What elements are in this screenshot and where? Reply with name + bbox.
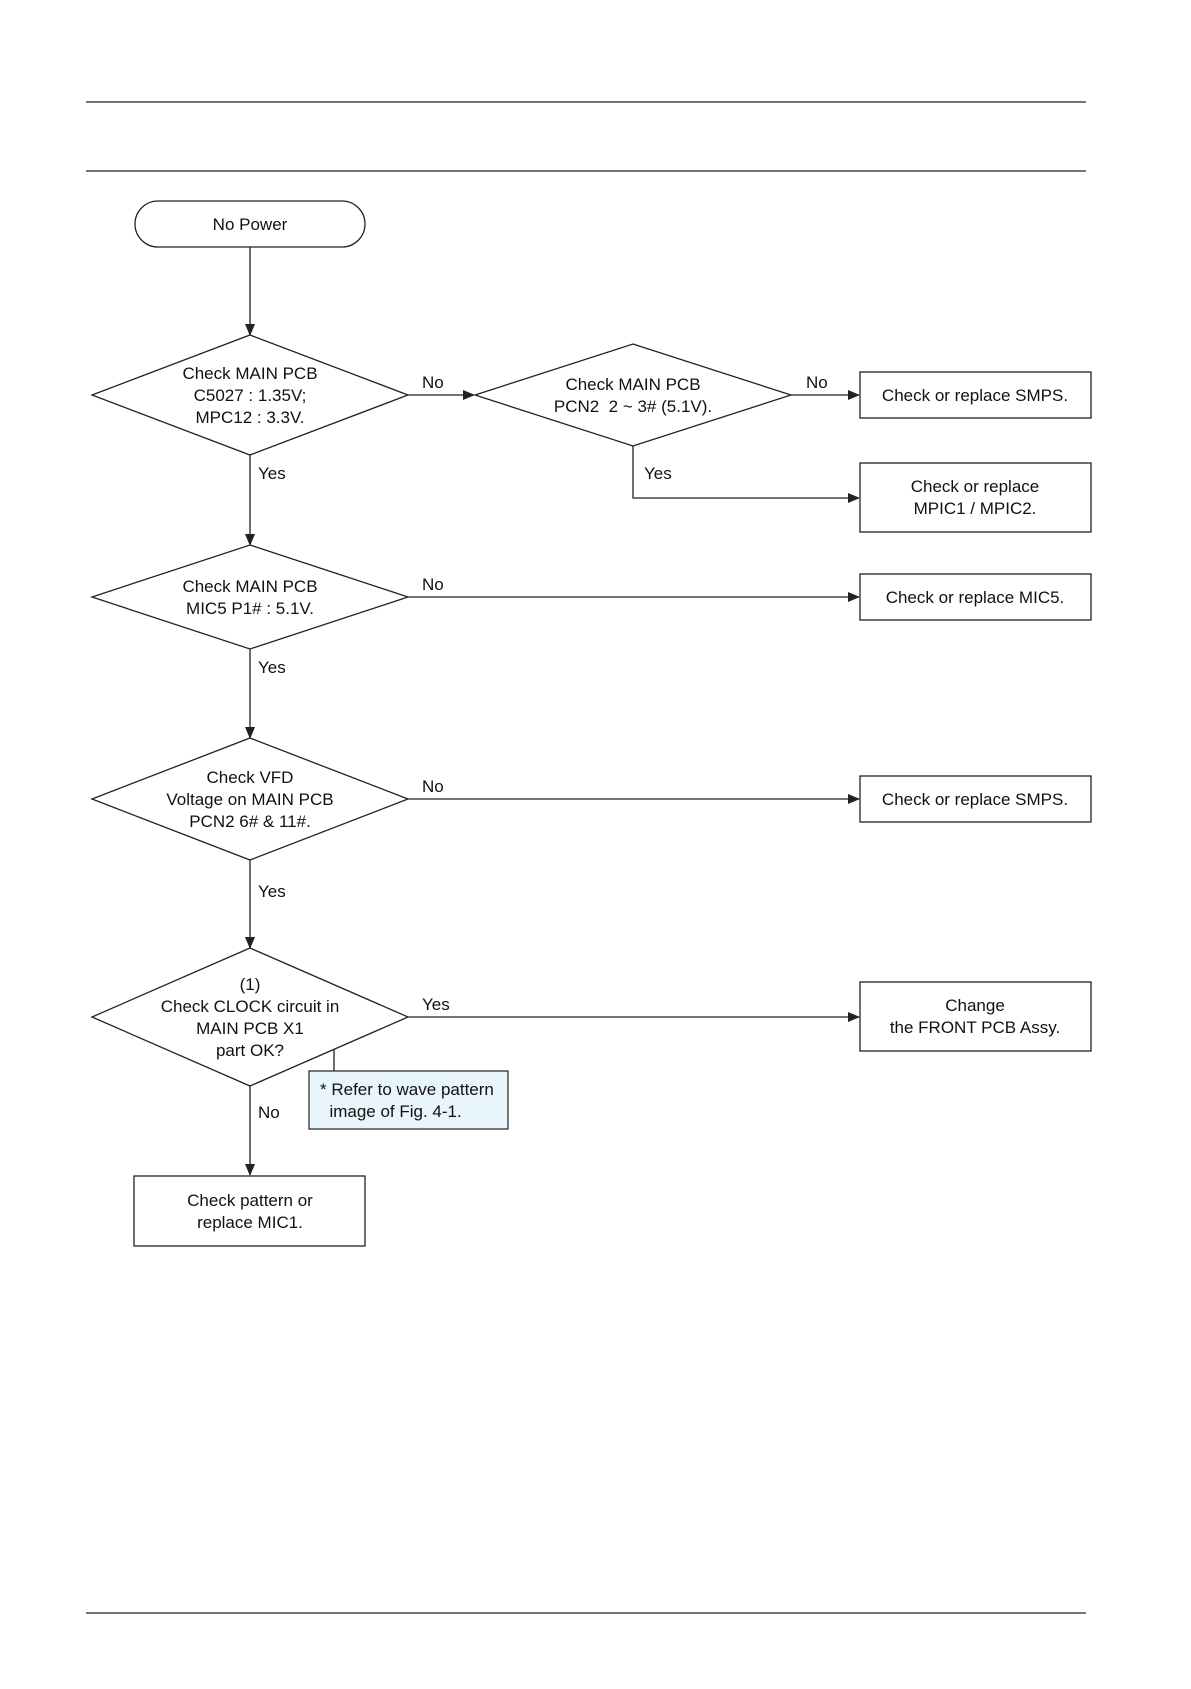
action-replace-smps-2: Check or replace SMPS.: [859, 775, 1092, 823]
action-a1-text: Check or replace SMPS.: [882, 386, 1068, 405]
label-no-d4: No: [258, 1103, 280, 1122]
action-a5-text-line-1: Change: [945, 996, 1005, 1015]
action-a6-text-line-2: replace MIC1.: [197, 1213, 303, 1232]
decision-check-mic5: Check MAIN PCB MIC5 P1# : 5.1V.: [89, 544, 411, 650]
action-a2-text-line-1: Check or replace: [911, 477, 1040, 496]
label-yes-d1b: Yes: [644, 464, 672, 483]
action-a6-text-line-1: Check pattern or: [187, 1191, 313, 1210]
decision-d2-text-line-2: MIC5 P1# : 5.1V.: [186, 599, 314, 618]
action-a1-text-line-1: Check or replace SMPS.: [882, 386, 1068, 405]
decision-d4-text-line-2: Check CLOCK circuit in: [161, 997, 340, 1016]
action-a5-text: Change the FRONT PCB Assy.: [890, 996, 1060, 1037]
decision-d4-text-line-3: MAIN PCB X1: [196, 1019, 304, 1038]
label-yes-d2: Yes: [258, 658, 286, 677]
decision-d4-text-line-1: (1): [240, 975, 261, 994]
decision-d1-text-line-3: MPC12 : 3.3V.: [196, 408, 305, 427]
start-node-text: No Power: [213, 215, 288, 234]
note-text-line-1: * Refer to wave pattern: [320, 1080, 494, 1099]
decision-check-pcn2-voltage: Check MAIN PCB PCN2 2 ~ 3# (5.1V).: [472, 343, 794, 447]
decision-d1b-text-line-1: Check MAIN PCB: [565, 375, 700, 394]
connectors: [245, 247, 860, 1176]
decision-d1-text-line-2: C5027 : 1.35V;: [194, 386, 307, 405]
decision-d2-text-line-1: Check MAIN PCB: [182, 577, 317, 596]
decision-check-clock-circuit: (1) Check CLOCK circuit in MAIN PCB X1 part…: [90, 947, 410, 1087]
branch-labels: No No Yes Yes No Yes No Yes Yes No: [258, 373, 828, 1122]
action-a3-text-line-1: Check or replace MIC5.: [886, 588, 1065, 607]
action-a4-text-line-1: Check or replace SMPS.: [882, 790, 1068, 809]
decision-d1b-text: Check MAIN PCB PCN2 2 ~ 3# (5.1V).: [554, 375, 712, 416]
action-a3-text: Check or replace MIC5.: [886, 588, 1065, 607]
wave-pattern-note: * Refer to wave pattern image of Fig. 4-…: [308, 1070, 509, 1130]
decision-d1-text-line-1: Check MAIN PCB: [182, 364, 317, 383]
start-node: No Power: [134, 200, 366, 248]
note-text: * Refer to wave pattern image of Fig. 4-…: [320, 1080, 494, 1121]
note-text-line-2: image of Fig. 4-1.: [320, 1102, 462, 1121]
label-no-d2: No: [422, 575, 444, 594]
action-replace-mic5: Check or replace MIC5.: [859, 573, 1092, 621]
label-yes-d3: Yes: [258, 882, 286, 901]
action-a5-text-line-2: the FRONT PCB Assy.: [890, 1018, 1060, 1037]
action-change-front-pcb: Change the FRONT PCB Assy.: [859, 981, 1092, 1052]
start-node-text-line-1: No Power: [213, 215, 288, 234]
label-yes-d1: Yes: [258, 464, 286, 483]
action-replace-smps-1: Check or replace SMPS.: [859, 371, 1092, 419]
label-no-d1b: No: [806, 373, 828, 392]
decision-d4-text: (1) Check CLOCK circuit in MAIN PCB X1 part…: [161, 975, 340, 1060]
decision-d3-text: Check VFD Voltage on MAIN PCB PCN2 6# & 11…: [166, 768, 333, 831]
arrow-d1b-yes: [632, 446, 860, 503]
action-a6-text: Check pattern or replace MIC1.: [187, 1191, 313, 1232]
decision-check-main-pcb-voltages: Check MAIN PCB C5027 : 1.35V; MPC12 : 3.3V…: [90, 334, 410, 456]
decision-d1-text: Check MAIN PCB C5027 : 1.35V; MPC12 : 3.3V…: [182, 364, 317, 427]
decision-d3-text-line-2: Voltage on MAIN PCB: [166, 790, 333, 809]
label-no-d3: No: [422, 777, 444, 796]
label-no-d1: No: [422, 373, 444, 392]
decision-d1b-text-line-2: PCN2 2 ~ 3# (5.1V).: [554, 397, 712, 416]
decision-d3-text-line-3: PCN2 6# & 11#.: [189, 812, 311, 831]
decision-check-vfd-voltage: Check VFD Voltage on MAIN PCB PCN2 6# & 11…: [90, 737, 410, 861]
action-replace-mic1: Check pattern or replace MIC1.: [133, 1175, 366, 1247]
action-a4-text: Check or replace SMPS.: [882, 790, 1068, 809]
label-yes-d4: Yes: [422, 995, 450, 1014]
decision-d3-text-line-1: Check VFD: [207, 768, 294, 787]
decision-d2-text: Check MAIN PCB MIC5 P1# : 5.1V.: [182, 577, 317, 618]
action-a2-text-line-2: MPIC1 / MPIC2.: [914, 499, 1037, 518]
decision-d4-text-line-4: part OK?: [216, 1041, 284, 1060]
